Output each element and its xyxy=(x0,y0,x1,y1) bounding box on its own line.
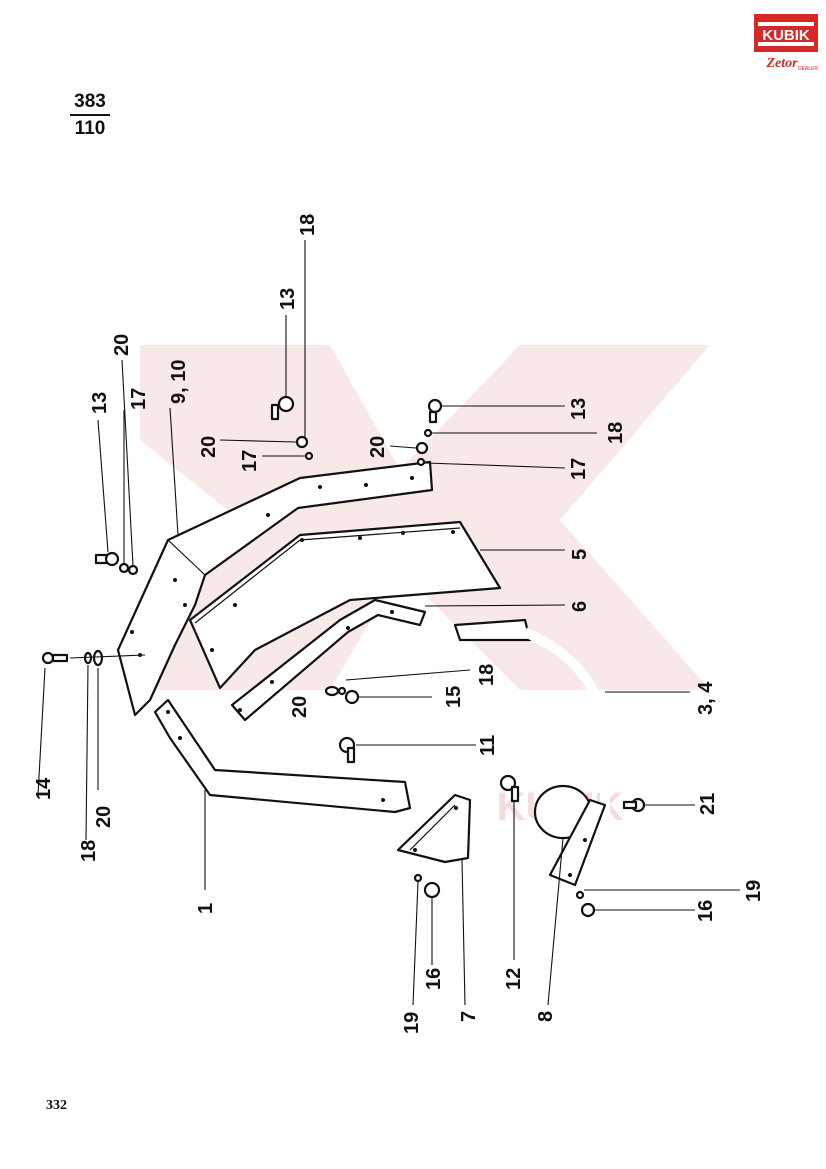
callout-11: 11 xyxy=(477,735,499,756)
callout-16: 16 xyxy=(695,900,717,922)
callout-13: 13 xyxy=(277,288,299,310)
washer-19-right xyxy=(575,890,585,900)
callout-20: 20 xyxy=(198,436,220,458)
bolt-14 xyxy=(41,651,69,665)
washer-19-mid xyxy=(413,873,423,883)
page-number: 332 xyxy=(46,1098,67,1113)
callout-13: 13 xyxy=(568,398,590,420)
callout-20: 20 xyxy=(289,696,311,718)
washer-17-top xyxy=(304,451,314,461)
figure-number: 383 110 xyxy=(70,92,110,138)
logo-brand-text: KUBIK xyxy=(762,27,810,44)
washer-18-mid xyxy=(337,686,347,696)
washer-20-left-top xyxy=(127,564,139,576)
figure-number-numerator: 383 xyxy=(70,92,110,116)
callout-labels: 14 18 20 13 17 20 9, 10 13 18 20 17 20 1… xyxy=(33,214,765,1034)
callout-8: 8 xyxy=(535,1011,557,1022)
bolt-13-left xyxy=(94,551,120,567)
washer-17-right xyxy=(416,457,426,467)
logo-zetor-text: Zetor xyxy=(765,56,798,71)
nut-15 xyxy=(344,689,360,705)
callout-17: 17 xyxy=(128,388,150,410)
callout-18: 18 xyxy=(78,840,100,862)
strip-6 xyxy=(230,598,427,722)
callout-18: 18 xyxy=(605,422,627,444)
washer-20-left xyxy=(92,649,104,667)
callout-18: 18 xyxy=(476,664,498,686)
washer-20-mid xyxy=(324,685,340,697)
callout-12: 12 xyxy=(503,968,525,990)
callout-21: 21 xyxy=(697,793,719,815)
callout-20: 20 xyxy=(111,334,133,356)
bracket-plate-9-10 xyxy=(116,460,434,717)
arm-1 xyxy=(153,698,412,814)
logo-dealer-text: DEALER xyxy=(798,66,818,72)
washer-18-left xyxy=(83,651,93,665)
callout-13: 13 xyxy=(89,392,111,414)
callout-19: 19 xyxy=(743,880,765,902)
washer-20-top xyxy=(295,435,309,449)
callout-20: 20 xyxy=(367,436,389,458)
callout-15: 15 xyxy=(443,686,465,708)
disc-mount-8 xyxy=(533,784,607,887)
washer-17-left xyxy=(118,562,130,574)
figure-number-denominator: 110 xyxy=(74,118,106,139)
nut-16-mid xyxy=(423,881,441,899)
callout-5: 5 xyxy=(569,549,591,560)
mudguard-plate-5 xyxy=(188,520,502,690)
callout-9-10: 9, 10 xyxy=(168,360,190,404)
callout-6: 6 xyxy=(569,601,591,612)
washer-18-right xyxy=(423,428,433,438)
bolt-11 xyxy=(338,736,356,764)
callout-14: 14 xyxy=(33,777,55,800)
nut-16-right xyxy=(580,902,596,918)
bolt-21 xyxy=(622,797,646,813)
callout-17: 17 xyxy=(239,450,261,472)
callout-17: 17 xyxy=(568,458,590,480)
callout-1: 1 xyxy=(195,903,217,914)
washer-20-right xyxy=(415,441,429,455)
bracket-7 xyxy=(396,793,472,864)
callout-20: 20 xyxy=(93,806,115,828)
callout-16: 16 xyxy=(423,968,445,990)
bolt-12 xyxy=(499,774,520,803)
callout-3-4: 3, 4 xyxy=(695,681,717,715)
bolt-13-right xyxy=(427,398,443,424)
kubik-zetor-logo: KUBIK Zetor DEALER xyxy=(754,14,818,72)
fasteners xyxy=(41,395,646,918)
callout-7: 7 xyxy=(458,1011,480,1022)
leader-lines xyxy=(37,240,740,1006)
callout-19: 19 xyxy=(401,1012,423,1034)
callout-18: 18 xyxy=(297,214,319,236)
